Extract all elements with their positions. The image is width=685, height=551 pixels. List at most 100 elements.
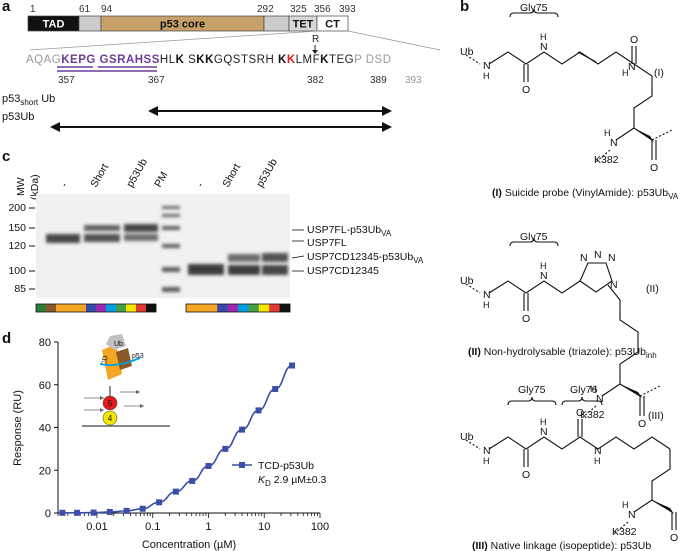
color-bar-swatch [258,304,270,312]
inset-label-cd: CD [101,355,110,366]
legend-kd: KD 2.9 µM±0.3 [258,474,327,488]
color-bar-swatch [136,304,147,312]
color-bar-swatch [126,304,137,312]
data-point [123,507,130,514]
atom-n: N [608,252,616,264]
atom-o: O [670,532,678,544]
seq-position: 357 [58,75,75,86]
inset-label-5: 5 [108,399,113,408]
seq-position: 367 [148,75,165,86]
atom-o: O [522,469,530,481]
atom-h: H [483,71,490,81]
domain-segment [78,15,102,32]
data-point [156,499,163,506]
atom-n: N [540,426,548,438]
x-tick-label: 0.1 [145,521,160,533]
color-bar-frame [35,303,157,313]
color-bar-left [35,303,157,313]
ub-label: Ub [460,275,474,287]
domain-position: 94 [101,4,113,15]
band-label: USP7FL [307,237,347,249]
lane-label: Short [220,162,243,190]
domain-label: TAD [43,19,65,31]
band-label: USP7FL-p53UbVA [307,224,392,238]
gly-label: Gly75 [520,231,548,243]
color-bar-right [185,303,291,313]
domain-label: TET [293,19,314,31]
lys-label: K382 [594,154,619,166]
ub-label: Ub [460,46,474,58]
structure-caption-1: (I) Suicide probe (VinylAmide): p53UbVA [492,187,679,201]
domain-position: 61 [79,4,91,15]
x-tick-label: 0.01 [86,521,107,533]
domain-segment [316,15,349,32]
data-point [139,505,146,512]
y-tick-label: 40 [39,423,51,435]
atom-n: N [483,60,491,72]
panel-label-c: c [2,148,11,165]
y-axis-label: Response (RU) [12,390,24,466]
atom-n: N [594,249,602,261]
x-tick-label: 100 [311,521,329,533]
gly-label: Gly75 [520,2,548,14]
color-bar-swatch [186,304,197,312]
color-bar-swatch [46,304,57,312]
atom-n: N [628,509,636,521]
color-bar-swatch [206,304,218,312]
panel-label-b: b [460,0,470,15]
data-point [90,509,97,516]
atom-n: N [594,445,602,457]
construct-label-short: p53short Ub [2,93,55,107]
lys-label: K382 [580,409,605,421]
y-tick-label: 80 [39,337,51,349]
structure-caption-2: (II) Non-hydrolysable (triazole): p53Ubi… [468,346,657,360]
color-bar-swatch [279,304,291,312]
p53-sequence: AQAGKEPG GSRAHSSHLK SKKGQSTSRH KKLMFKTEG… [26,54,392,66]
atom-h: H [622,500,629,510]
inset-label-ub: Ub [114,341,123,348]
data-point [222,445,229,452]
lane-label: - [58,180,70,189]
data-point [255,407,262,414]
color-bar-swatch [76,304,87,312]
domain-label: CT [325,19,340,31]
domain-position: 325 [290,4,307,15]
color-bar-swatch [36,304,47,312]
data-point [172,488,179,495]
lane-label: Short [88,162,111,190]
x-tick-label: 1 [205,521,211,533]
structure-caption-3: (III) Native linkage (isopeptide): p53Ub [472,540,651,551]
atom-n: N [483,289,491,301]
panel-b-structures: Gly75 Ub N H O N H O H N N H O K382 (I) … [460,2,679,551]
mw-title: MW [15,177,27,196]
seq-position: 389 [370,75,387,86]
x-tick-label: 10 [258,521,270,533]
atom-n: N [483,445,491,457]
domain-segment [263,15,290,32]
color-bar-frame [185,303,291,313]
atom-h: H [540,32,547,42]
lane-label: - [194,180,206,189]
atom-n: N [540,270,548,282]
data-point [59,509,66,516]
legend-marker [239,462,245,468]
atom-h: H [622,68,629,78]
ub-label: Ub [460,431,474,443]
atom-o: O [522,313,530,325]
panel-label-d: d [2,330,12,347]
atom-n: N [596,393,604,405]
atom-n: N [580,252,588,264]
data-point [289,362,296,369]
band-label: USP7CD12345 [307,265,379,277]
seq-position: 382 [307,75,324,86]
ladder-label: 100 [8,265,26,277]
color-bar-swatch [56,304,67,312]
construct-label-p53ub: p53Ub [2,111,34,123]
data-point [106,508,113,515]
atom-h: H [540,417,547,427]
color-bar-swatch [96,304,107,312]
atom-o: O [522,84,530,96]
